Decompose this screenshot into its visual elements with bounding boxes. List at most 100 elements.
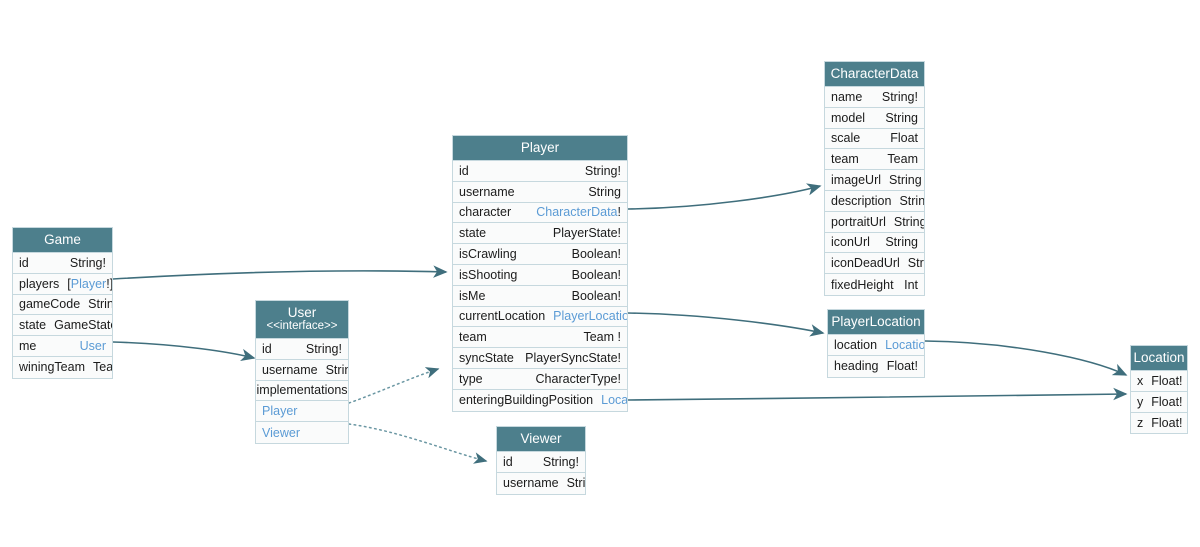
field-type-link[interactable]: User [79, 339, 106, 354]
field-name: imageUrl [831, 173, 882, 188]
field-type: Boolean! [571, 247, 621, 262]
implementation-name: Viewer [262, 425, 300, 440]
field-row[interactable]: syncState PlayerSyncState! [453, 348, 627, 369]
implementation-name: Player [262, 404, 298, 419]
edge-player-enteringbuildingposition-to-location [627, 387, 1128, 401]
field-type-link[interactable]: Location [885, 337, 924, 352]
field-row[interactable]: iconDeadUrl String [825, 253, 924, 275]
field-row[interactable]: team Team ! [453, 327, 627, 349]
field-name: state [19, 318, 47, 333]
field-name: id [262, 341, 272, 356]
field-row[interactable]: description String [825, 190, 924, 212]
field-type-link[interactable]: CharacterData [536, 205, 618, 220]
field-type: String! [69, 255, 106, 270]
field-name: iconUrl [831, 235, 870, 250]
field-name: x [1137, 373, 1144, 388]
field-row[interactable]: username String [497, 472, 585, 494]
field-name: team [831, 152, 859, 167]
field-row[interactable]: scale Float [825, 128, 924, 150]
field-type: CharacterData! [536, 205, 621, 220]
field-type: String [588, 184, 621, 199]
field-row[interactable]: isShooting Boolean! [453, 264, 627, 286]
field-name: y [1137, 394, 1144, 409]
node-location-title: Location [1131, 346, 1187, 371]
field-row[interactable]: imageUrl String [825, 170, 924, 191]
field-row[interactable]: id String! [256, 339, 348, 360]
edge-game-me-to-user [112, 341, 256, 361]
field-name: username [503, 476, 559, 491]
field-row[interactable]: portraitUrl String [825, 211, 924, 233]
field-row[interactable]: character CharacterData! [453, 202, 627, 224]
field-type-link[interactable]: Player [70, 276, 107, 291]
field-row[interactable]: team Team [825, 149, 924, 171]
field-type-link[interactable]: PlayerLocation [553, 309, 627, 324]
field-row[interactable]: username String [453, 181, 627, 203]
field-row[interactable]: y Float! [1131, 391, 1187, 413]
field-type: Float! [1151, 373, 1183, 388]
field-name: me [19, 339, 37, 354]
field-row[interactable]: z Float! [1131, 412, 1187, 434]
field-row[interactable]: model String [825, 107, 924, 129]
field-name: syncState [459, 351, 514, 366]
field-row[interactable]: gameCode String! [13, 294, 112, 316]
field-row[interactable]: name String! [825, 87, 924, 108]
node-character-data[interactable]: CharacterData name String! model String … [824, 61, 925, 296]
implementation-row-player[interactable]: Player [256, 401, 348, 423]
field-name: model [831, 110, 866, 125]
field-name: isShooting [459, 267, 518, 282]
field-row[interactable]: username String [256, 359, 348, 381]
field-type: Boolean! [571, 267, 621, 282]
field-type: Float! [886, 359, 918, 374]
field-row[interactable]: id String! [453, 161, 627, 182]
field-type: PlayerLocation! [545, 309, 627, 323]
node-player-title: Player [453, 136, 627, 161]
node-user-stereotype: <<interface>> [266, 320, 338, 332]
field-row[interactable]: location Location! [828, 335, 924, 356]
field-row[interactable]: currentLocation PlayerLocation! [453, 306, 627, 328]
field-row[interactable]: iconUrl String [825, 232, 924, 254]
field-row[interactable]: state GameState! [13, 315, 112, 337]
field-name: winingTeam [19, 360, 86, 375]
field-row[interactable]: state PlayerState! [453, 223, 627, 245]
field-name: currentLocation [459, 309, 546, 324]
field-name: state [459, 226, 487, 241]
node-user[interactable]: User <<interface>> id String! username S… [255, 300, 349, 444]
edge-player-currentlocation-to-playerlocation [627, 312, 825, 337]
field-row[interactable]: id String! [497, 452, 585, 473]
field-name: team [459, 330, 487, 345]
field-name: portraitUrl [831, 214, 886, 229]
field-row[interactable]: isCrawling Boolean! [453, 244, 627, 265]
field-type: Location! [877, 338, 924, 352]
field-type-link[interactable]: Location [601, 393, 627, 408]
node-game[interactable]: Game id String! players [Player!] gameCo… [12, 227, 113, 379]
implementation-row-viewer[interactable]: Viewer [256, 422, 348, 443]
field-row[interactable]: x Float! [1131, 371, 1187, 392]
field-name: gameCode [19, 297, 81, 312]
field-name: fixedHeight [831, 277, 894, 292]
field-row[interactable]: type CharacterType! [453, 368, 627, 390]
field-row[interactable]: id String! [13, 253, 112, 274]
field-row[interactable]: isMe Boolean! [453, 285, 627, 307]
field-row[interactable]: me User [13, 336, 112, 357]
node-player-location[interactable]: PlayerLocation location Location! headin… [827, 309, 925, 378]
field-type: String [566, 476, 585, 491]
field-row[interactable]: enteringBuildingPosition Location [453, 389, 627, 411]
field-name: isCrawling [459, 247, 517, 262]
field-type: Float! [1151, 415, 1183, 430]
field-row[interactable]: winingTeam Team [13, 356, 112, 378]
field-row[interactable]: fixedHeight Int [825, 274, 924, 295]
node-player[interactable]: Player id String! username String charac… [452, 135, 628, 412]
node-game-title: Game [13, 228, 112, 253]
edge-game-players-to-player [112, 265, 448, 280]
field-name: character [459, 205, 512, 220]
node-location[interactable]: Location x Float! y Float! z Float! [1130, 345, 1188, 435]
field-type: String! [542, 454, 579, 469]
field-row[interactable]: players [Player!] [13, 273, 112, 295]
field-row[interactable]: heading Float! [828, 355, 924, 377]
field-type: String [325, 362, 348, 377]
field-name: description [831, 193, 892, 208]
node-viewer[interactable]: Viewer id String! username String [496, 426, 586, 495]
field-type: Team ! [583, 330, 621, 345]
field-type: Float [890, 131, 918, 146]
